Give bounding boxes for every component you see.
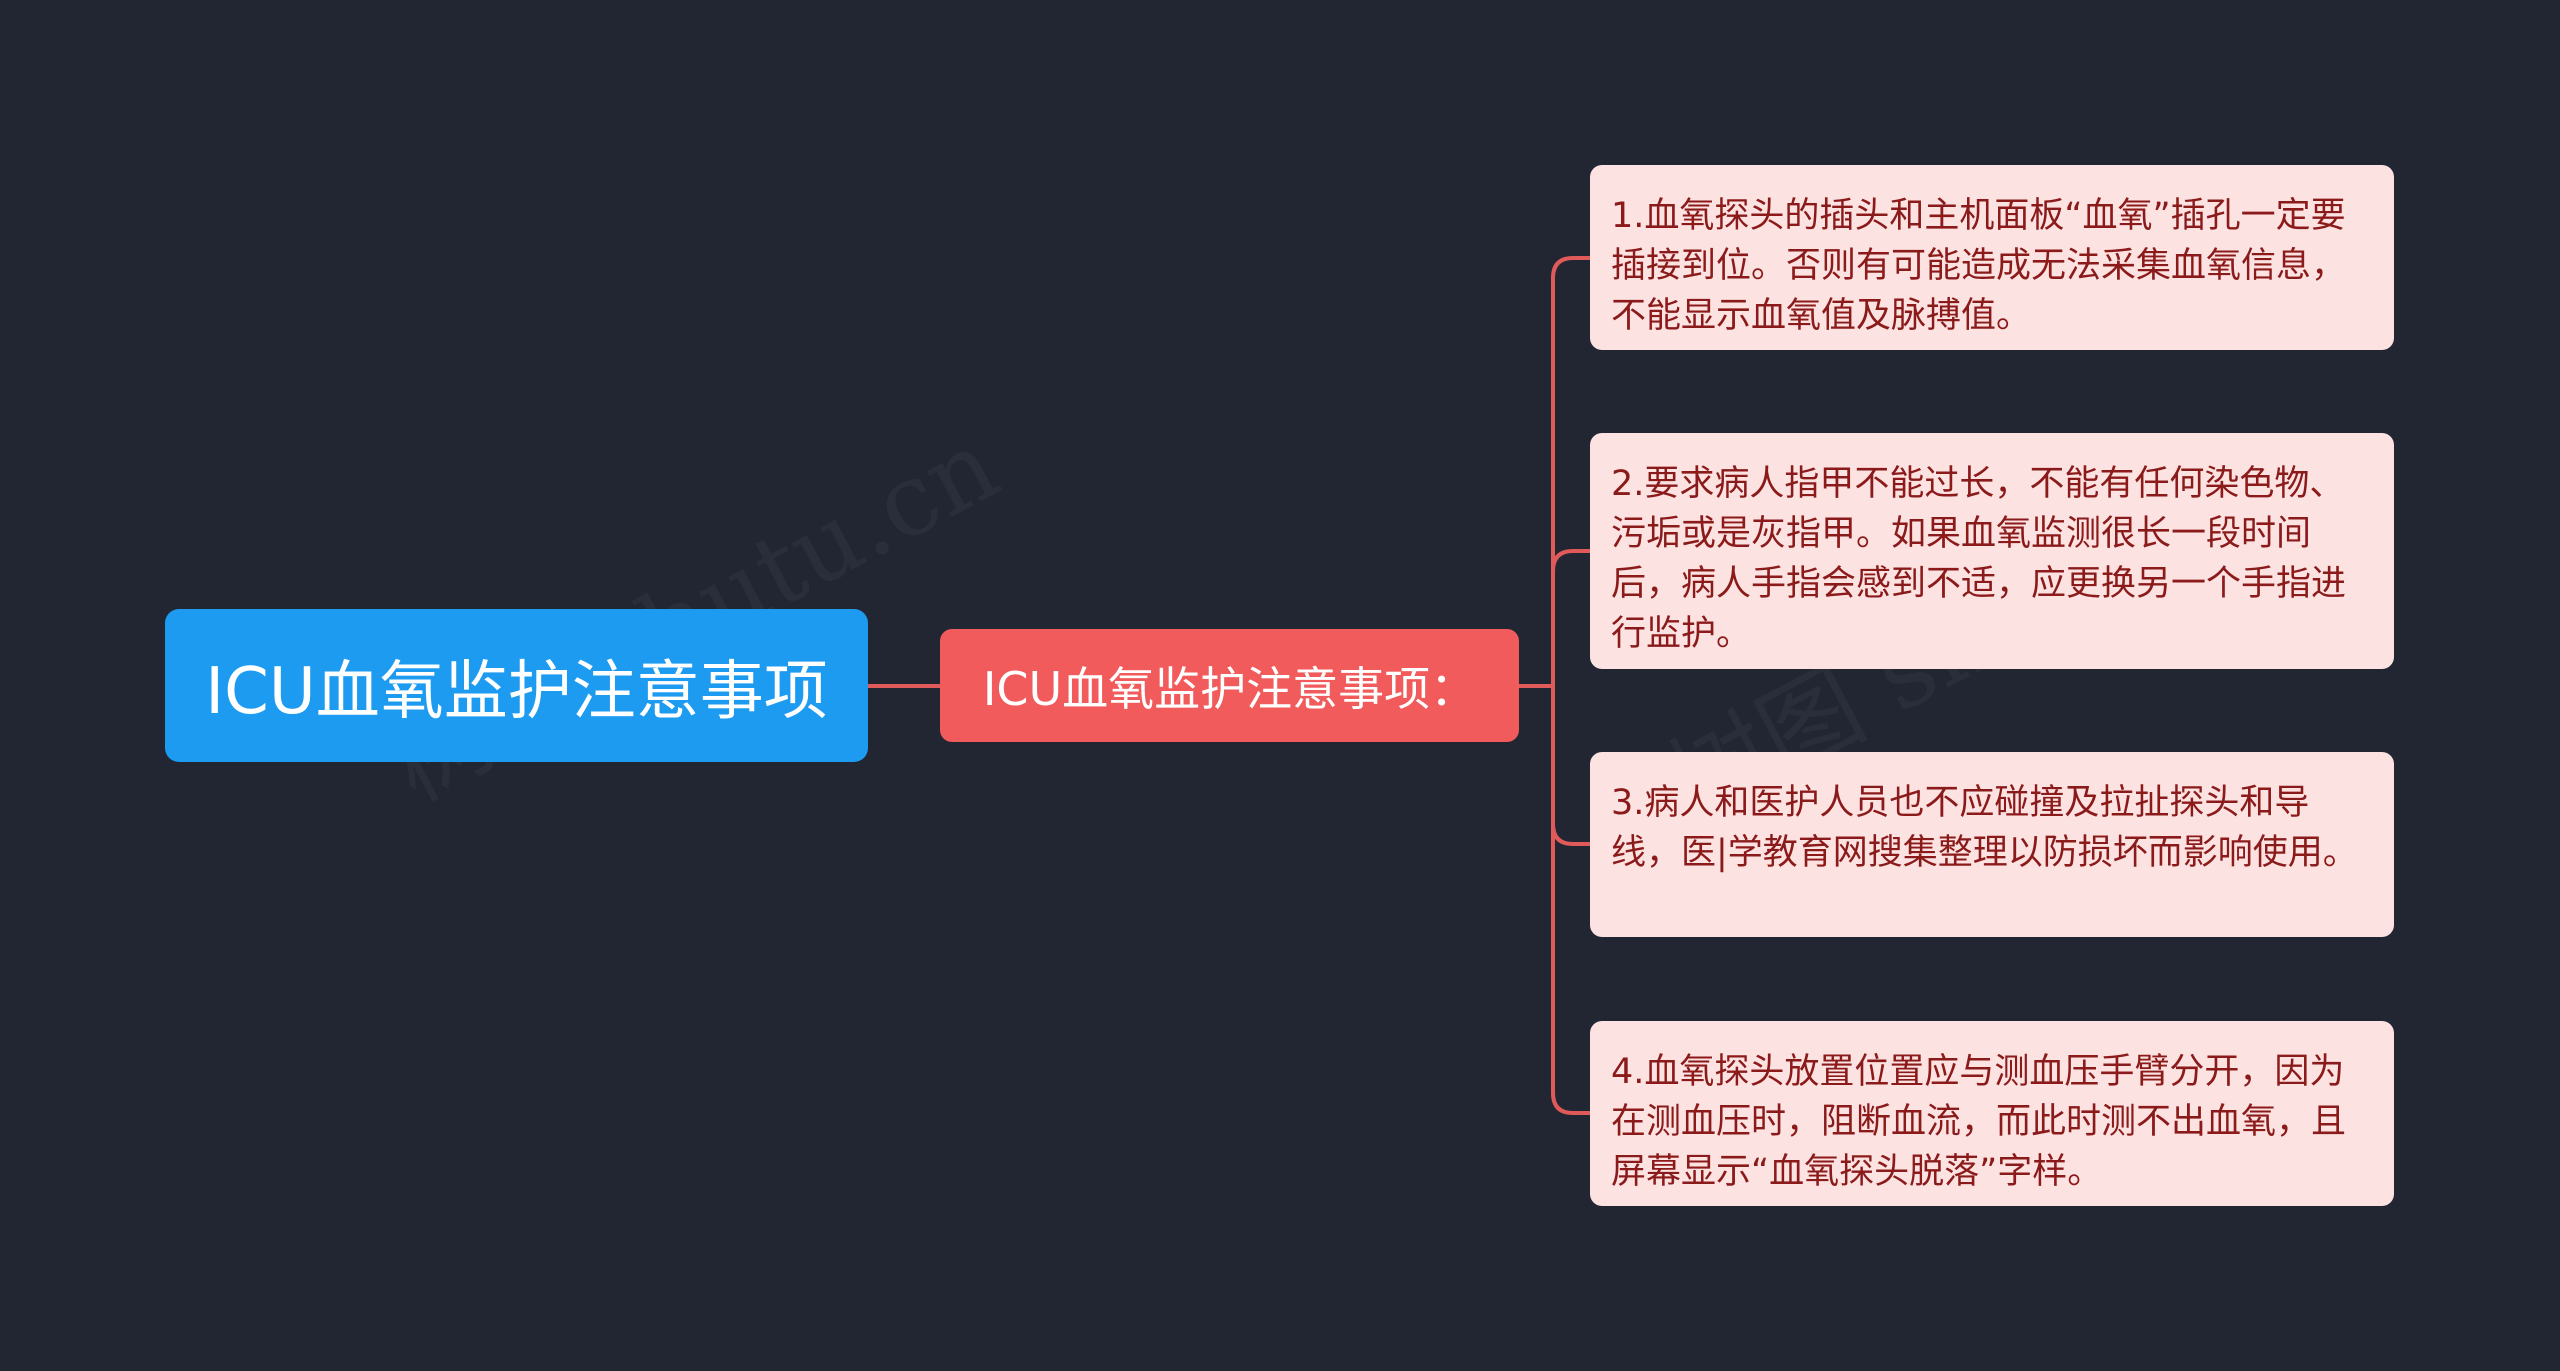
leaf-node-text: 1.血氧探头的插头和主机面板“血氧”插孔一定要插接到位。否则有可能造成无法采集血…	[1611, 196, 2347, 336]
leaf-node-text: 4.血氧探头放置位置应与测血压手臂分开，因为在测血压时，阻断血流，而此时测不出血…	[1611, 1052, 2347, 1192]
leaf-node-3[interactable]: 3.病人和医护人员也不应碰撞及拉扯探头和导线，医|学教育网搜集整理以防损坏而影响…	[1590, 752, 2394, 937]
connector-leaf-1	[1551, 256, 1592, 688]
leaf-node-text: 3.病人和医护人员也不应碰撞及拉扯探头和导线，医|学教育网搜集整理以防损坏而影响…	[1611, 783, 2358, 873]
connector-leaf-2	[1551, 549, 1592, 688]
root-node[interactable]: ICU血氧监护注意事项	[165, 609, 868, 762]
leaf-node-text: 2.要求病人指甲不能过长，不能有任何染色物、污垢或是灰指甲。如果血氧监测很长一段…	[1611, 464, 2347, 654]
leaf-node-1[interactable]: 1.血氧探头的插头和主机面板“血氧”插孔一定要插接到位。否则有可能造成无法采集血…	[1590, 165, 2394, 350]
connector-leaf-3	[1551, 684, 1592, 846]
leaf-node-4[interactable]: 4.血氧探头放置位置应与测血压手臂分开，因为在测血压时，阻断血流，而此时测不出血…	[1590, 1021, 2394, 1206]
hub-node[interactable]: ICU血氧监护注意事项：	[940, 629, 1519, 742]
root-node-label: ICU血氧监护注意事项	[205, 654, 828, 729]
leaf-node-2[interactable]: 2.要求病人指甲不能过长，不能有任何染色物、污垢或是灰指甲。如果血氧监测很长一段…	[1590, 433, 2394, 669]
connector-leaf-4	[1551, 684, 1592, 1115]
hub-node-label: ICU血氧监护注意事项：	[982, 661, 1477, 716]
